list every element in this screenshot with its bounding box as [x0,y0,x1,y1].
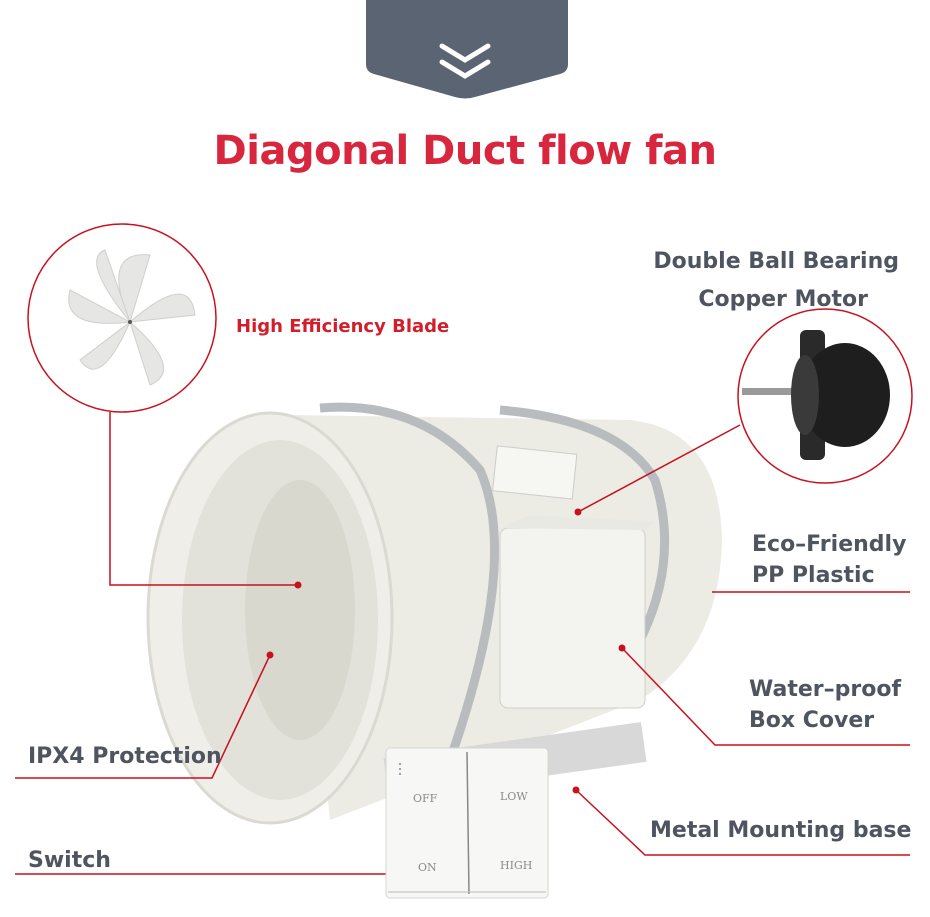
switch-low-label: LOW [500,790,528,803]
switch-high-label: HIGH [500,859,533,872]
callout-protection: IPX4 Protection [28,744,222,769]
switch-off-label: OFF [413,792,438,805]
scroll-banner[interactable] [366,0,568,99]
callout-blade: High Efficiency Blade [236,316,450,337]
motor-detail-circle [737,308,913,484]
callout-plastic-line2: PP Plastic [752,563,875,588]
callout-switch: Switch [28,848,111,873]
callout-motor-line2: Copper Motor [698,287,868,312]
callout-cover-line1: Water–proof [749,677,902,702]
callout-lines [15,412,910,875]
double-chevron-down-icon [439,43,491,79]
callout-plastic-line1: Eco–Friendly [752,532,907,557]
switch-on-label: ON [418,861,437,874]
callout-cover-line2: Box Cover [749,708,875,733]
blade-detail-circle [27,223,217,413]
callout-base: Metal Mounting base [650,818,912,843]
page-title: Diagonal Duct flow fan [213,128,717,174]
wall-switch [385,747,549,899]
callout-motor-line1: Double Ball Bearing [653,249,899,274]
